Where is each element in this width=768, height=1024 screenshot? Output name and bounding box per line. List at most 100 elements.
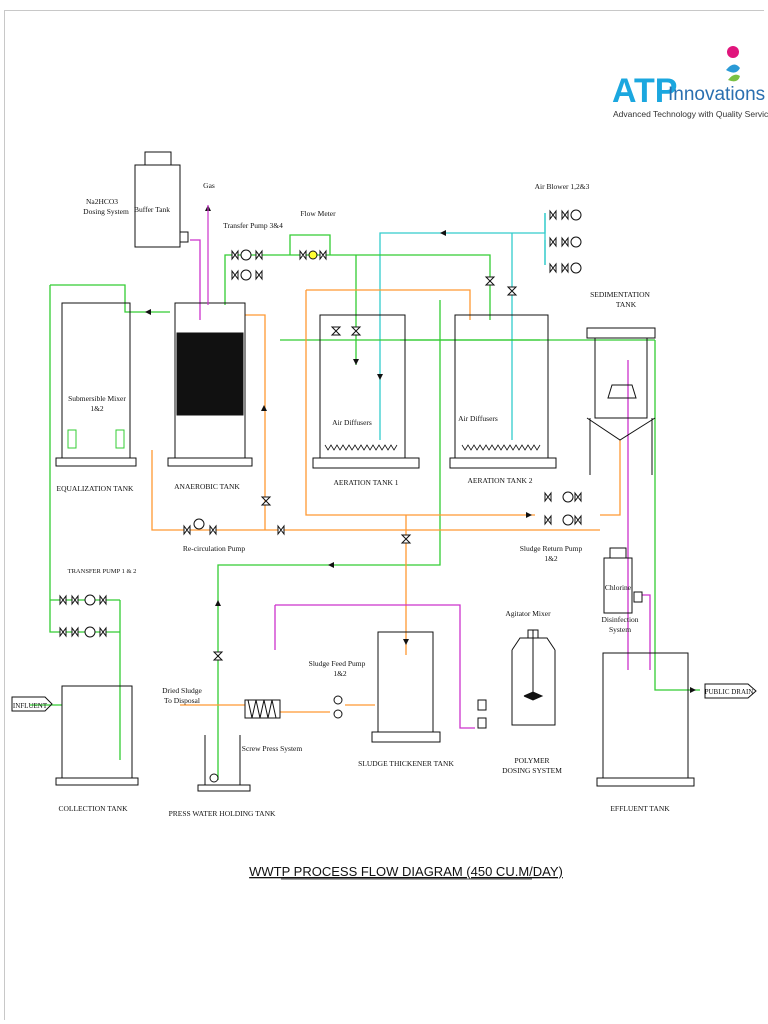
public-drain-arrow-box — [704, 683, 757, 699]
sedimentation-label-2: TANK — [616, 300, 637, 309]
polymer-label-1: POLYMER — [514, 756, 549, 765]
collection-tank-base — [55, 777, 139, 786]
sedimentation-tank-top — [586, 327, 656, 339]
logo-pink-dot-icon — [727, 46, 739, 58]
effluent-tank-label: EFFLUENT TANK — [610, 804, 670, 813]
na2hco3-label: Na2HCO3 — [86, 197, 118, 206]
sedimentation-label-1: SEDIMENTATION — [590, 290, 650, 299]
aeration-tank-2 — [454, 314, 549, 458]
tanks — [11, 151, 757, 792]
sludge-feed-pump-2-icon — [333, 709, 343, 719]
vertical-valve-icon — [212, 276, 518, 661]
page-frame — [4, 10, 764, 1020]
sludge-feed-pump-label-1: Sludge Feed Pump — [309, 659, 366, 668]
company-logo: ATP Innovations Advanced Technology with… — [612, 46, 768, 119]
air-blower-1-icon — [570, 209, 582, 221]
disinfection-label-2: System — [609, 625, 631, 634]
chemical-lines — [190, 239, 651, 729]
sedimentation-feedwell — [607, 384, 637, 399]
anaerobic-tank-base — [167, 457, 253, 467]
dosing-system-label: Dosing System — [83, 207, 129, 216]
aeration-tank-2-label: AERATION TANK 2 — [467, 476, 532, 485]
sludge-return-pump-label-1: Sludge Return Pump — [520, 544, 583, 553]
air-blower-label: Air Blower 1,2&3 — [535, 182, 590, 191]
transfer-pump-4-icon — [240, 269, 252, 281]
agitator-mixer-label: Agitator Mixer — [505, 609, 551, 618]
buffer-tank-cap — [144, 151, 172, 166]
disinfection-label-1: Disinfection — [601, 615, 638, 624]
logo-blue-leaf-icon — [726, 64, 740, 73]
flow-arrows — [145, 205, 696, 693]
sludge-return-pump-2-icon — [562, 514, 574, 526]
anaerobic-tank-label: ANAEROBIC TANK — [174, 482, 240, 491]
air-diffusers-1-label: Air Diffusers — [332, 418, 372, 427]
polymer-label-2: DOSING SYSTEM — [502, 766, 562, 775]
diagram-title: WWTP PROCESS FLOW DIAGRAM (450 CU.M/DAY) — [249, 864, 563, 879]
logo-tagline: Advanced Technology with Quality Service — [613, 109, 768, 119]
sedimentation-tank — [594, 338, 648, 419]
transfer-pump-1-icon — [84, 594, 96, 606]
submersible-mixer-label-2: 1&2 — [90, 404, 104, 413]
gas-label: Gas — [203, 181, 215, 190]
polymer-dosing-pump-1-icon — [477, 699, 487, 711]
anaerobic-media-block — [176, 332, 244, 416]
sludge-return-pump-label-2: 1&2 — [544, 554, 558, 563]
sludge-return-pump-1-icon — [562, 491, 574, 503]
dried-sludge-label-1: Dried Sludge — [162, 686, 202, 695]
polymer-dosing-pump-2-icon — [477, 717, 487, 729]
dried-sludge-label-2: To Disposal — [164, 696, 200, 705]
buffer-tank-label: Buffer Tank — [134, 205, 170, 214]
public-drain-label: PUBLIC DRAIN — [705, 688, 754, 696]
air-diffusers-2-label: Air Diffusers — [458, 414, 498, 423]
effluent-tank — [602, 652, 689, 779]
equalization-tank-label: EQUALIZATION TANK — [57, 484, 135, 493]
air-diffusers — [324, 444, 541, 451]
sludge-thickener-tank-label: SLUDGE THICKENER TANK — [358, 759, 454, 768]
sludge-feed-pump-1-icon — [333, 695, 343, 705]
screw-press — [244, 699, 281, 719]
polymer-dosing-tank — [511, 650, 556, 726]
sludge-thickener-tank-base — [371, 731, 441, 743]
sedimentation-cone — [586, 417, 656, 441]
collection-tank — [61, 685, 133, 779]
submersible-mixer-label-1: Submersible Mixer — [68, 394, 126, 403]
equalization-tank-base — [55, 457, 137, 467]
sludge-feed-pump-label-2: 1&2 — [333, 669, 347, 678]
logo-brand: ATP — [612, 72, 677, 110]
aeration-tank-2-base — [449, 457, 557, 469]
aeration-tank-1-label: AERATION TANK 1 — [333, 478, 398, 487]
collection-tank-label: COLLECTION TANK — [58, 804, 128, 813]
aeration-tank-1-base — [312, 457, 420, 469]
chlorine-label: Chlorine — [605, 583, 632, 592]
press-water-holding-tank-label: PRESS WATER HOLDING TANK — [169, 809, 276, 818]
logo-name: Innovations — [668, 84, 765, 105]
flow-meter-label: Flow Meter — [300, 209, 336, 218]
buffer-dosing-pump-icon — [179, 231, 189, 243]
transfer-pump-3-icon — [240, 249, 252, 261]
submersible-mixer-2-icon — [115, 429, 125, 449]
valve-icon — [231, 249, 263, 281]
air-blower-3-icon — [570, 262, 582, 274]
pumps-valves — [59, 209, 643, 783]
screw-press-label: Screw Press System — [242, 744, 303, 753]
chlorine-dosing-pump-icon — [633, 591, 643, 603]
labels: Na2HCO3 Dosing System Buffer Tank Gas Tr… — [13, 181, 754, 818]
air-blower-2-icon — [570, 236, 582, 248]
influent-arrow-box — [11, 696, 53, 712]
press-water-holding-tank-base — [197, 784, 251, 792]
submersible-mixer-1-icon — [67, 429, 77, 449]
press-water-pump-icon — [209, 773, 219, 783]
recirculation-pump-icon — [193, 518, 205, 530]
recirculation-pump-label: Re-circulation Pump — [183, 544, 246, 553]
effluent-tank-base — [596, 777, 695, 787]
influent-label: INFLUENT — [13, 702, 48, 710]
air-lines — [379, 213, 546, 440]
flow-meter-icon — [308, 250, 318, 260]
logo-green-leaf-icon — [728, 74, 740, 82]
transfer-pump-34-label: Transfer Pump 3&4 — [223, 221, 283, 230]
sludge-lines — [151, 289, 621, 713]
transfer-pump-12-label: TRANSFER PUMP 1 & 2 — [68, 568, 137, 575]
transfer-pump-2-icon — [84, 626, 96, 638]
